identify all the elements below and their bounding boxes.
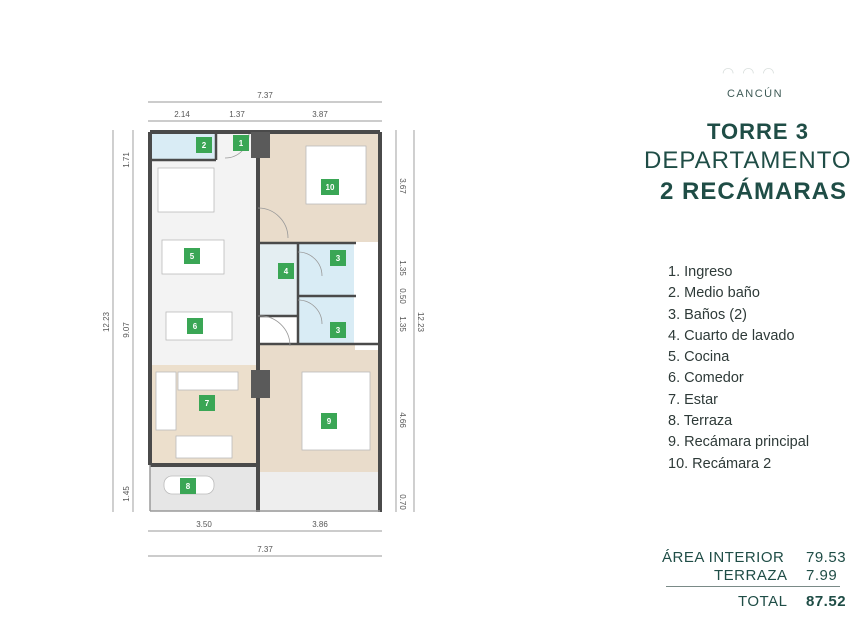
room-marker-9: 9 [321, 413, 337, 429]
dimension-lines [112, 101, 415, 557]
dim-left-b: 9.07 [122, 322, 131, 338]
dim-top-a: 2.14 [174, 110, 190, 119]
sofa-left [155, 371, 177, 431]
legend-item: 7. Estar [668, 391, 718, 408]
dim-bottom-total: 7.37 [257, 545, 273, 554]
room-marker-7: 7 [199, 395, 215, 411]
logo-mark: ◠◠◠ [722, 64, 783, 80]
laundry-floor [259, 244, 297, 316]
legend-item: 1. Ingreso [668, 264, 733, 280]
room-marker-1: 1 [233, 135, 249, 151]
room-marker-6: 6 [187, 318, 203, 334]
svg-text:1: 1 [239, 139, 244, 148]
terrace-area-value: 7.99 [806, 567, 838, 584]
stair-gap [355, 262, 379, 350]
sofa-back [177, 371, 239, 391]
dim-right-f: 0.70 [398, 494, 407, 510]
dim-right-e: 4.66 [398, 412, 407, 428]
svg-text:8: 8 [186, 482, 191, 491]
svg-text:3: 3 [336, 254, 341, 263]
master-bed [301, 371, 371, 451]
dim-right-b: 1.35 [398, 260, 407, 276]
tv-unit [175, 435, 233, 459]
legend-item: 6. Comedor [668, 370, 744, 387]
svg-text:5: 5 [190, 252, 195, 261]
dim-right-d: 1.35 [398, 316, 407, 332]
dim-bottom-a: 3.50 [196, 520, 212, 529]
dim-left-c: 1.45 [122, 486, 131, 502]
room-marker-3b: 3 [330, 322, 346, 338]
dim-right-total: 12.23 [416, 312, 425, 333]
dim-top-c: 3.87 [312, 110, 328, 119]
legend-item: 8. Terraza [668, 413, 733, 430]
room-marker-4: 4 [278, 263, 294, 279]
kitchen-counter [157, 167, 215, 213]
legend-item: 9. Recámara principal [668, 434, 810, 451]
room-marker-5: 5 [184, 248, 200, 264]
dim-left-total: 12.23 [102, 311, 111, 332]
column-top [251, 132, 270, 158]
room-legend: 1. Ingreso 2. Medio baño 3. Baños (2) 4.… [668, 262, 809, 475]
dim-left-a: 1.71 [122, 152, 131, 168]
floor-plan: 7.37 2.14 1.37 3.87 3.50 3.86 7.37 12.23… [102, 91, 425, 557]
dim-right-a: 3.67 [398, 178, 407, 194]
svg-text:4: 4 [284, 267, 289, 276]
svg-text:7: 7 [205, 399, 210, 408]
legend-item: 2. Medio baño [668, 285, 760, 302]
interior-area-label: ÁREA INTERIOR [662, 549, 785, 566]
total-divider [666, 586, 840, 587]
interior-area-value: 79.53 [806, 549, 847, 566]
terrace-side-floor [260, 472, 380, 512]
dim-bottom-b: 3.86 [312, 520, 328, 529]
dim-right-c: 0.50 [398, 288, 407, 304]
svg-text:3: 3 [336, 326, 341, 335]
city-label: CANCÚN [726, 88, 784, 100]
legend-item: 5. Cocina [668, 349, 730, 366]
room-marker-8: 8 [180, 478, 196, 494]
legend-item: 3. Baños (2) [668, 306, 747, 323]
total-area-label: TOTAL [738, 593, 788, 610]
svg-text:9: 9 [327, 417, 332, 426]
unit-type-title: DEPARTAMENTO [644, 147, 852, 174]
room-marker-10: 10 [321, 179, 339, 195]
dim-top-b: 1.37 [229, 110, 245, 119]
bed-2 [305, 145, 367, 205]
total-area-value: 87.52 [806, 593, 847, 610]
bedrooms-title: 2 RECÁMARAS [660, 178, 848, 205]
room-marker-3a: 3 [330, 250, 346, 266]
legend-item: 4. Cuarto de lavado [668, 327, 795, 344]
column-mid [251, 370, 270, 398]
svg-text:6: 6 [193, 322, 198, 331]
tower-title: TORRE 3 [707, 119, 809, 144]
legend-item: 10. Recámara 2 [668, 455, 772, 472]
room-marker-2: 2 [196, 137, 212, 153]
dim-top-total: 7.37 [257, 91, 273, 100]
terrace-area-label: TERRAZA [714, 567, 788, 584]
svg-text:2: 2 [202, 141, 207, 150]
svg-text:10: 10 [326, 183, 335, 192]
